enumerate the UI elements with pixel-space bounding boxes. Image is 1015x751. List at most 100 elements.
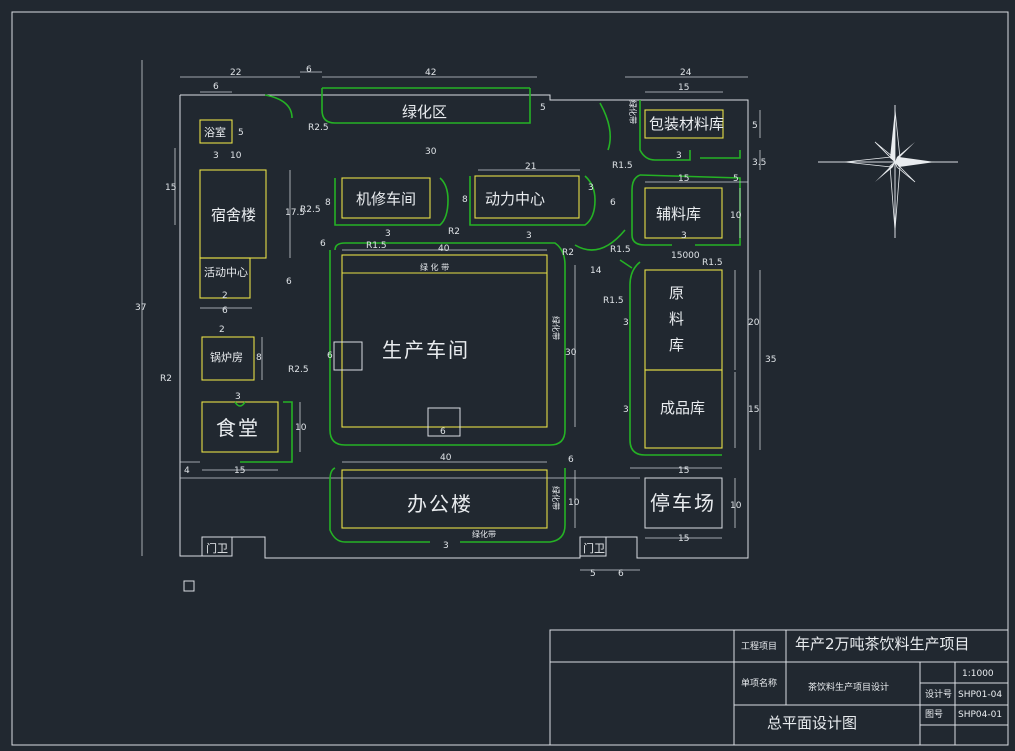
svg-text:17.5: 17.5 bbox=[285, 208, 305, 218]
production-workshop: 生产车间 绿 化 带 绿化带 bbox=[333, 254, 561, 437]
parking-lot: 停车场 bbox=[644, 477, 723, 529]
project-label: 工程项目 bbox=[741, 641, 777, 652]
greenbelt-top: 绿化区 bbox=[321, 87, 531, 124]
svg-text:2: 2 bbox=[222, 291, 228, 301]
green-strip-side-office-label: 绿化带 bbox=[551, 486, 561, 510]
svg-text:6: 6 bbox=[213, 82, 219, 92]
svg-text:2: 2 bbox=[219, 325, 225, 335]
svg-text:10: 10 bbox=[730, 501, 742, 511]
bathroom-label: 浴室 bbox=[204, 125, 226, 139]
raw-store-label-1: 原 bbox=[669, 284, 684, 302]
svg-text:6: 6 bbox=[440, 427, 446, 437]
svg-text:15000: 15000 bbox=[671, 251, 700, 261]
svg-text:3: 3 bbox=[588, 183, 594, 193]
marker-square bbox=[183, 580, 195, 592]
green-strip-office-label: 绿化带 bbox=[472, 529, 496, 539]
svg-text:30: 30 bbox=[425, 147, 437, 157]
svg-text:3: 3 bbox=[623, 405, 629, 415]
gate-right: 门卫 bbox=[579, 536, 607, 557]
svg-text:3: 3 bbox=[235, 392, 241, 402]
gate-right-label: 门卫 bbox=[583, 541, 605, 555]
product-store-label: 成品库 bbox=[660, 399, 705, 417]
svg-text:15: 15 bbox=[165, 183, 176, 193]
svg-text:R2.5: R2.5 bbox=[308, 123, 329, 133]
green-strip-prod-label: 绿 化 带 bbox=[420, 262, 449, 272]
svg-text:R1.5: R1.5 bbox=[366, 241, 387, 251]
greenbelt-top-label: 绿化区 bbox=[402, 103, 447, 121]
svg-text:24: 24 bbox=[680, 68, 692, 78]
svg-text:6: 6 bbox=[610, 198, 616, 208]
svg-text:42: 42 bbox=[425, 68, 436, 78]
svg-text:6: 6 bbox=[327, 351, 333, 361]
svg-text:3: 3 bbox=[443, 541, 449, 551]
activity-center: 活动中心 bbox=[199, 257, 251, 299]
drawing-title: 总平面设计图 bbox=[767, 714, 857, 732]
canteen-label: 食堂 bbox=[216, 416, 260, 440]
parking-label: 停车场 bbox=[650, 491, 716, 515]
svg-text:5: 5 bbox=[238, 128, 244, 138]
packaging-store-label: 包装材料库 bbox=[649, 115, 724, 133]
svg-text:8: 8 bbox=[256, 353, 262, 363]
dormitory: 宿舍楼 bbox=[199, 169, 267, 259]
green-strip-side-prod-label: 绿化带 bbox=[551, 316, 561, 340]
repair-workshop-label: 机修车间 bbox=[356, 190, 416, 208]
svg-text:8: 8 bbox=[325, 198, 331, 208]
svg-text:6: 6 bbox=[618, 569, 624, 579]
designer-value: SHP01-04 bbox=[958, 690, 1002, 700]
svg-text:6: 6 bbox=[286, 277, 292, 287]
drawing-label: 图号 bbox=[925, 709, 943, 720]
svg-text:R2.5: R2.5 bbox=[288, 365, 309, 375]
svg-text:R2: R2 bbox=[448, 227, 460, 237]
green-strip-pack-label: 绿化带 bbox=[628, 100, 638, 124]
svg-text:5: 5 bbox=[540, 103, 546, 113]
svg-text:35: 35 bbox=[765, 355, 776, 365]
svg-text:40: 40 bbox=[440, 453, 452, 463]
raw-store-label-3: 库 bbox=[669, 336, 684, 354]
svg-text:3: 3 bbox=[676, 151, 682, 161]
boiler-room: 锅炉房 bbox=[201, 336, 255, 381]
svg-text:R2.5: R2.5 bbox=[300, 205, 321, 215]
dimension-labels: 2 2 6 42 24 15 6 5 5 5 3 3.5 15 3 10 17.5… bbox=[135, 65, 776, 579]
drawing-value: SHP04-01 bbox=[958, 710, 1002, 720]
svg-text:3.5: 3.5 bbox=[752, 158, 766, 168]
svg-text:4: 4 bbox=[184, 466, 190, 476]
packaging-store: 包装材料库 bbox=[644, 109, 724, 139]
svg-text:5: 5 bbox=[733, 174, 739, 184]
svg-text:14: 14 bbox=[590, 266, 602, 276]
svg-text:3: 3 bbox=[681, 231, 687, 241]
svg-text:15: 15 bbox=[748, 405, 759, 415]
svg-text:37: 37 bbox=[135, 303, 146, 313]
svg-text:3: 3 bbox=[526, 231, 532, 241]
svg-text:10: 10 bbox=[295, 423, 307, 433]
svg-text:3: 3 bbox=[213, 151, 219, 161]
svg-text:5: 5 bbox=[752, 121, 758, 131]
svg-text:40: 40 bbox=[438, 244, 450, 254]
gate-left-label: 门卫 bbox=[206, 541, 228, 555]
production-workshop-label: 生产车间 bbox=[382, 338, 470, 362]
svg-text:15: 15 bbox=[234, 466, 245, 476]
svg-text:15: 15 bbox=[678, 174, 689, 184]
north-compass-icon bbox=[818, 105, 958, 238]
dormitory-label: 宿舍楼 bbox=[211, 206, 256, 224]
svg-text:15: 15 bbox=[678, 534, 689, 544]
gate-left: 门卫 bbox=[201, 536, 233, 557]
svg-text:15: 15 bbox=[678, 83, 689, 93]
item-value: 茶饮料生产项目设计 bbox=[808, 681, 889, 693]
svg-text:6: 6 bbox=[568, 455, 574, 465]
site-boundary bbox=[179, 94, 749, 559]
raw-material-store: 原 料 库 bbox=[644, 269, 723, 371]
svg-text:R2: R2 bbox=[160, 374, 172, 384]
svg-text:6: 6 bbox=[306, 65, 312, 75]
svg-text:3: 3 bbox=[385, 229, 391, 239]
svg-text:6: 6 bbox=[222, 306, 228, 316]
svg-text:20: 20 bbox=[748, 318, 760, 328]
svg-text:R1.5: R1.5 bbox=[603, 296, 624, 306]
scale-value: 1:1000 bbox=[962, 669, 994, 679]
aux-store: 辅料库 bbox=[644, 187, 723, 239]
svg-text:10: 10 bbox=[230, 151, 242, 161]
svg-text:R1.5: R1.5 bbox=[610, 245, 631, 255]
activity-center-label: 活动中心 bbox=[204, 266, 248, 279]
dimension-lines bbox=[141, 60, 761, 571]
svg-text:5: 5 bbox=[590, 569, 596, 579]
